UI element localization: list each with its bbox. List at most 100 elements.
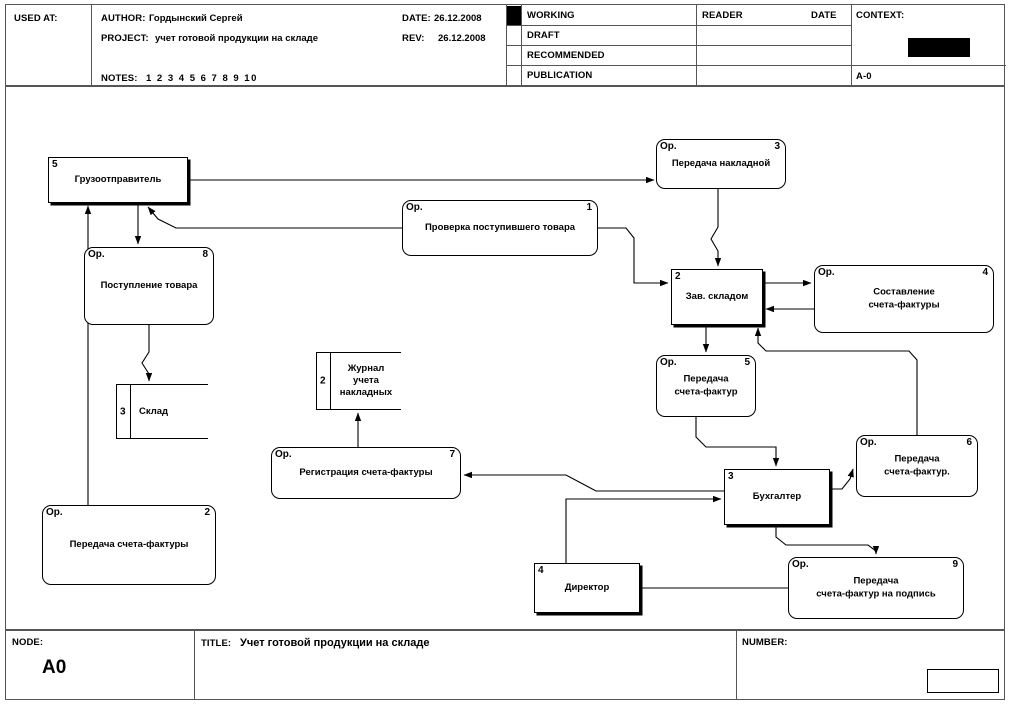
status-label-publication[interactable]: PUBLICATION	[527, 70, 593, 81]
activity-number: 9	[952, 559, 958, 570]
context-code: A-0	[856, 71, 872, 82]
date-label: DATE:	[402, 13, 431, 24]
number-value-box[interactable]	[927, 669, 999, 693]
activity-op-label: Op.	[792, 559, 809, 570]
node-label: Регистрация счета-фактуры	[299, 466, 433, 478]
activity-number: 4	[982, 267, 988, 278]
header-divider-context	[851, 5, 852, 85]
node-label: Директор	[564, 581, 610, 593]
activity-number: 5	[744, 357, 750, 368]
entity-number: 3	[728, 471, 734, 482]
store-label: Склад	[139, 405, 169, 417]
status-label-recommended[interactable]: RECOMMENDED	[527, 50, 605, 61]
activity-number: 8	[202, 249, 208, 260]
number-label: NUMBER:	[742, 637, 788, 648]
data-store-склад[interactable]: 3 Склад	[116, 384, 208, 439]
title-block-footer: NODE: A0 TITLE: Учет готовой продукции н…	[5, 630, 1005, 700]
rev-value: 26.12.2008	[438, 33, 486, 44]
node-label: Передача накладной	[671, 157, 771, 169]
status-checkbox-working[interactable]	[507, 6, 521, 25]
node-label: NODE:	[12, 637, 44, 648]
title-value: Учет готовой продукции на складе	[240, 637, 430, 649]
project-value: учет готовой продукции на складе	[155, 33, 318, 44]
title-label: TITLE:	[201, 638, 232, 649]
notes-numbers[interactable]: 1 2 3 4 5 6 7 8 9 10	[146, 73, 258, 84]
activity-op-label: Op.	[406, 202, 423, 213]
date-column-label: DATE	[811, 10, 837, 21]
status-row-line-3	[506, 65, 851, 66]
activity-op-label: Op.	[660, 357, 677, 368]
arrow-proverka-to-gruzootpravitel	[147, 206, 402, 229]
node-label: Зав. складом	[685, 290, 749, 302]
status-label-draft[interactable]: DRAFT	[527, 30, 560, 41]
activity-op-label: Op.	[818, 267, 835, 278]
store-number-divider	[130, 385, 132, 438]
store-number: 2	[320, 375, 326, 387]
node-label: Проверка поступившего товара	[424, 221, 576, 233]
node-label: Передача счета-фактуры	[69, 538, 189, 550]
activity-number: 1	[586, 202, 592, 213]
entity-number: 5	[52, 159, 58, 170]
arrow-peredacha-schetov5-to-buhgalter	[695, 417, 780, 467]
arrow-proverka-to-zav-skladom	[598, 227, 669, 287]
entity-number: 2	[675, 271, 681, 282]
project-label: PROJECT:	[101, 33, 149, 44]
store-number-divider	[330, 353, 332, 409]
title-block-header: USED AT: AUTHOR: Гордынский Сергей PROJE…	[5, 4, 1006, 86]
author-label: AUTHOR:	[101, 13, 146, 24]
activity-number: 3	[774, 141, 780, 152]
activity-number: 6	[966, 437, 972, 448]
footer-divider-1	[194, 631, 195, 699]
footer-divider-2	[736, 631, 737, 699]
arrow-postuplenie-to-sklad	[141, 325, 153, 382]
node-value: A0	[42, 657, 67, 678]
store-number: 3	[120, 406, 126, 417]
arrow-peredacha-nakladnoi-to-zav-skladom	[710, 189, 722, 267]
header-divider-1	[91, 5, 92, 85]
arrow-buhgalter-to-peredacha-na-podpis	[775, 525, 880, 555]
arrow-buhgalter-to-peredacha-schetov6	[830, 468, 854, 490]
activity-number: 2	[204, 507, 210, 518]
node-label: Грузоотправитель	[74, 173, 162, 185]
node-label: Поступление товара	[100, 279, 198, 291]
entity-number: 4	[538, 565, 544, 576]
activity-op-label: Op.	[860, 437, 877, 448]
activity-op-label: Op.	[46, 507, 63, 518]
status-row-line-2	[506, 45, 851, 46]
status-label-working[interactable]: WORKING	[527, 10, 575, 21]
used-at-label: USED AT:	[14, 13, 58, 24]
activity-number: 7	[449, 449, 455, 460]
node-label: Бухгалтер	[752, 490, 802, 502]
status-row-line-1	[506, 25, 851, 26]
context-diagram-thumbnail[interactable]	[908, 38, 970, 57]
notes-label: NOTES:	[101, 73, 138, 84]
reader-label: READER	[702, 10, 743, 21]
rev-label: REV:	[402, 33, 425, 44]
arrow-buhgalter-to-registratsiya	[463, 471, 724, 492]
context-label: CONTEXT:	[856, 10, 905, 21]
arrow-peredacha-schetov6-to-zav-skladom	[754, 327, 918, 435]
context-bottom-line	[851, 65, 1006, 66]
activity-op-label: Op.	[660, 141, 677, 152]
